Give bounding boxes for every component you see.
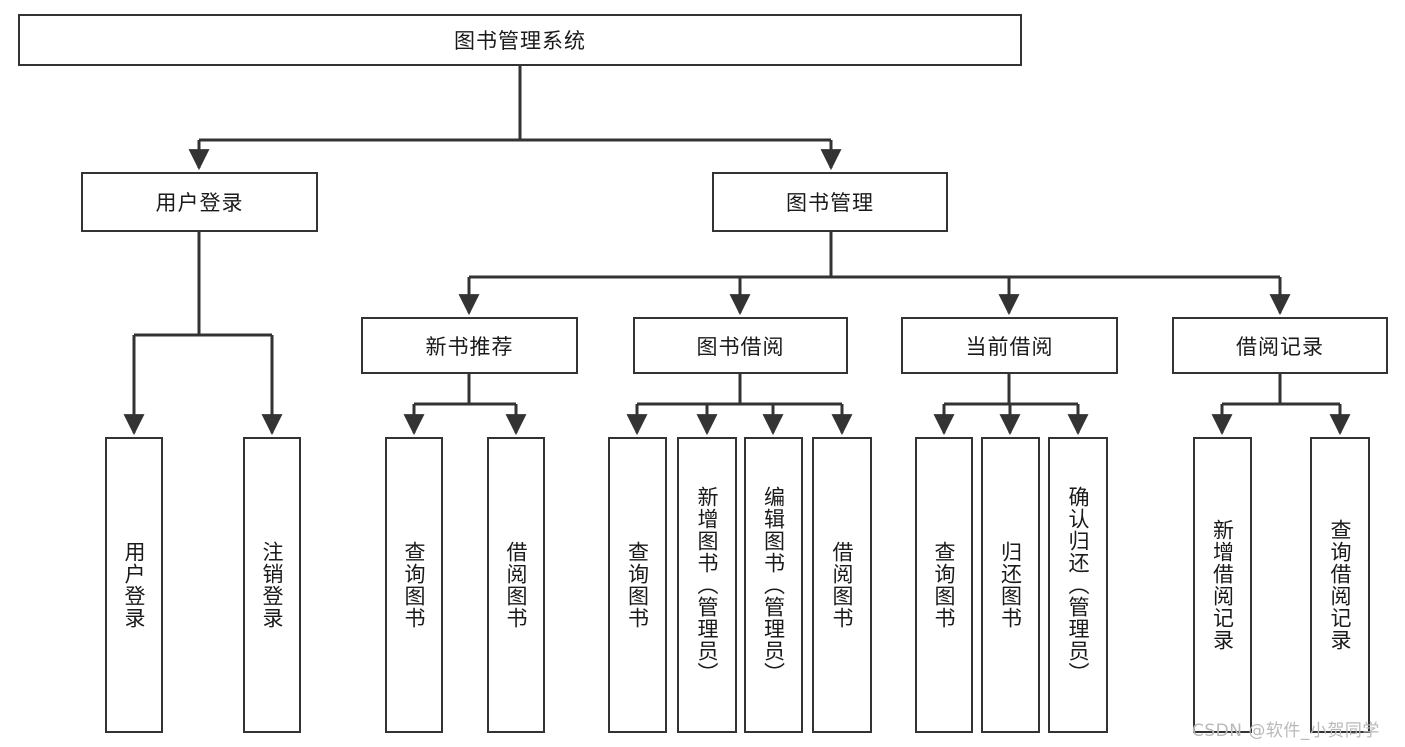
leaf-borrow-book-label: 借阅图书 bbox=[830, 541, 855, 629]
leaf-user-login[interactable]: 用户登录 bbox=[105, 437, 163, 733]
leaf-edit-book-admin-label: 编辑图书（管理员） bbox=[761, 486, 786, 684]
leaf-edit-book-admin[interactable]: 编辑图书（管理员） bbox=[744, 437, 803, 733]
node-book-management-label: 图书管理 bbox=[786, 191, 874, 215]
leaf-query-borrow-record-label: 查询借阅记录 bbox=[1328, 519, 1353, 651]
node-book-borrow[interactable]: 图书借阅 bbox=[633, 317, 848, 374]
leaf-user-login-label: 用户登录 bbox=[122, 541, 147, 629]
node-borrow-record-label: 借阅记录 bbox=[1236, 334, 1324, 359]
leaf-query-book-current-label: 查询图书 bbox=[932, 541, 957, 629]
leaf-add-borrow-record[interactable]: 新增借阅记录 bbox=[1193, 437, 1252, 733]
node-book-borrow-label: 图书借阅 bbox=[696, 334, 785, 359]
leaf-add-book-admin-label: 新增图书（管理员） bbox=[695, 486, 720, 684]
leaf-logout-label: 注销登录 bbox=[260, 541, 285, 629]
node-current-borrow[interactable]: 当前借阅 bbox=[901, 317, 1118, 374]
leaf-return-book[interactable]: 归还图书 bbox=[981, 437, 1040, 733]
node-new-book-recommend-label: 新书推荐 bbox=[425, 334, 514, 359]
leaf-logout[interactable]: 注销登录 bbox=[243, 437, 301, 733]
leaf-query-borrow-record[interactable]: 查询借阅记录 bbox=[1310, 437, 1370, 733]
leaf-query-book-newbook-label: 查询图书 bbox=[402, 541, 427, 629]
leaf-query-book-newbook[interactable]: 查询图书 bbox=[385, 437, 443, 733]
leaf-return-book-label: 归还图书 bbox=[998, 541, 1023, 629]
node-user-login-label: 用户登录 bbox=[155, 191, 244, 215]
leaf-query-book-borrow-label: 查询图书 bbox=[625, 541, 650, 629]
node-root[interactable]: 图书管理系统 bbox=[18, 14, 1022, 66]
leaf-add-book-admin[interactable]: 新增图书（管理员） bbox=[677, 437, 737, 733]
leaf-confirm-return-admin[interactable]: 确认归还（管理员） bbox=[1048, 437, 1108, 733]
node-user-login[interactable]: 用户登录 bbox=[81, 172, 318, 232]
node-new-book-recommend[interactable]: 新书推荐 bbox=[361, 317, 578, 374]
leaf-query-book-borrow[interactable]: 查询图书 bbox=[608, 437, 667, 733]
leaf-query-book-current[interactable]: 查询图书 bbox=[915, 437, 973, 733]
leaf-borrow-book[interactable]: 借阅图书 bbox=[812, 437, 872, 733]
leaf-confirm-return-admin-label: 确认归还（管理员） bbox=[1066, 486, 1091, 684]
leaf-borrow-book-newbook[interactable]: 借阅图书 bbox=[487, 437, 545, 733]
leaf-add-borrow-record-label: 新增借阅记录 bbox=[1210, 519, 1235, 651]
watermark: CSDN @软件_小贺同学 bbox=[1192, 721, 1380, 741]
node-root-label: 图书管理系统 bbox=[454, 29, 586, 53]
node-book-management[interactable]: 图书管理 bbox=[712, 172, 948, 232]
node-borrow-record[interactable]: 借阅记录 bbox=[1172, 317, 1388, 374]
node-current-borrow-label: 当前借阅 bbox=[965, 334, 1054, 359]
leaf-borrow-book-newbook-label: 借阅图书 bbox=[504, 541, 529, 629]
